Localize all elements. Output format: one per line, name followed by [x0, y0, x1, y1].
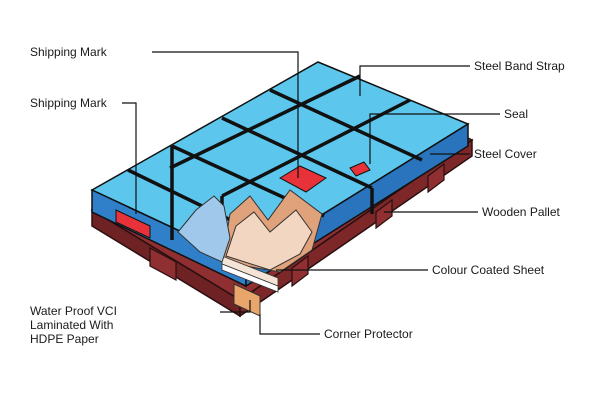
- label-steel-band-strap: Steel Band Strap: [474, 59, 565, 73]
- waterproof-paper: [177, 195, 231, 263]
- label-wooden-pallet: Wooden Pallet: [482, 205, 560, 219]
- label-corner-protector: Corner Protector: [324, 327, 413, 341]
- shipping-mark-top: [278, 165, 327, 193]
- label-shipping-mark-side: Shipping Mark: [30, 96, 107, 110]
- shipping-mark-side: [115, 209, 151, 239]
- label-seal: Seal: [504, 107, 529, 121]
- seal: [349, 161, 371, 177]
- label-waterproof-paper: Water Proof VCI Laminated With HDPE Pape…: [30, 304, 117, 346]
- colour-coated-sheets: [221, 189, 323, 293]
- label-shipping-mark-top: Shipping Mark: [30, 45, 107, 59]
- leader-lines: [122, 51, 500, 335]
- label-colour-coated-sheet: Colour Coated Sheet: [432, 263, 545, 277]
- label-steel-cover: Steel Cover: [474, 147, 537, 161]
